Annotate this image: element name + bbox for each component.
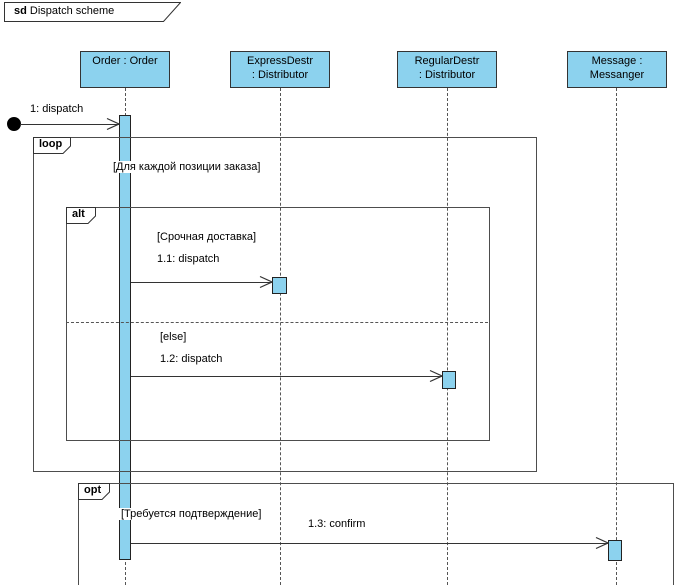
message-1-3-confirm-arrow — [131, 536, 609, 550]
opt-guard: [Требуется подтверждение] — [119, 508, 264, 520]
title-name: Dispatch scheme — [29, 5, 115, 17]
found-message-circle-icon — [7, 117, 21, 131]
opt-operator-label: opt — [84, 484, 102, 496]
activation-message — [608, 540, 622, 561]
open-arrowhead-icon — [259, 275, 273, 289]
message-1-1-dispatch-arrow — [131, 275, 273, 289]
message-1-label: 1: dispatch — [30, 103, 84, 115]
diagram-title-tab: sd Dispatch scheme — [4, 2, 181, 22]
lifeline-express — [280, 88, 281, 585]
lifeline-head-order-label: Order : Order — [92, 55, 158, 67]
open-arrowhead-icon — [106, 117, 120, 131]
combined-fragment-alt — [66, 207, 490, 441]
lifeline-message — [616, 88, 617, 585]
message-1-dispatch-arrow — [20, 117, 120, 131]
lifeline-head-express-label: ExpressDestr — [246, 55, 314, 67]
activation-order — [119, 115, 131, 560]
loop-operator-pentagon: loop — [33, 137, 71, 157]
title-keyword: sd — [14, 5, 27, 17]
alt-guard-urgent: [Срочная доставка] — [155, 231, 259, 243]
alt-operator-pentagon: alt — [66, 207, 96, 227]
message-1-2-dispatch-arrow — [131, 369, 443, 383]
lifeline-head-regular-label: RegularDestr — [414, 55, 480, 67]
loop-operator-label: loop — [39, 138, 63, 150]
lifeline-head-express: ExpressDestr : Distributor — [230, 51, 330, 88]
lifeline-head-regular: RegularDestr : Distributor — [397, 51, 497, 88]
alt-guard-else: [else] — [158, 331, 189, 343]
loop-guard: [Для каждой позиции заказа] — [111, 161, 263, 173]
message-1-2-label: 1.2: dispatch — [160, 353, 223, 365]
activation-regular — [442, 371, 456, 389]
message-1-1-label: 1.1: dispatch — [157, 253, 220, 265]
lifeline-regular — [447, 88, 448, 585]
combined-fragment-opt — [78, 483, 674, 585]
lifeline-head-order: Order : Order — [80, 51, 170, 88]
alt-operator-label: alt — [72, 208, 85, 220]
title-pentagon-shape — [4, 2, 181, 22]
open-arrowhead-icon — [595, 536, 609, 550]
open-arrowhead-icon — [429, 369, 443, 383]
combined-fragment-loop — [33, 137, 537, 472]
activation-express — [272, 277, 287, 294]
message-1-3-label: 1.3: confirm — [308, 518, 366, 530]
diagram-title: sd Dispatch scheme — [14, 5, 114, 17]
lifeline-head-message-label: Message : — [591, 55, 643, 67]
lifeline-head-message: Message : Messanger — [567, 51, 667, 88]
alt-operand-divider — [66, 322, 488, 323]
opt-operator-pentagon: opt — [78, 483, 110, 503]
